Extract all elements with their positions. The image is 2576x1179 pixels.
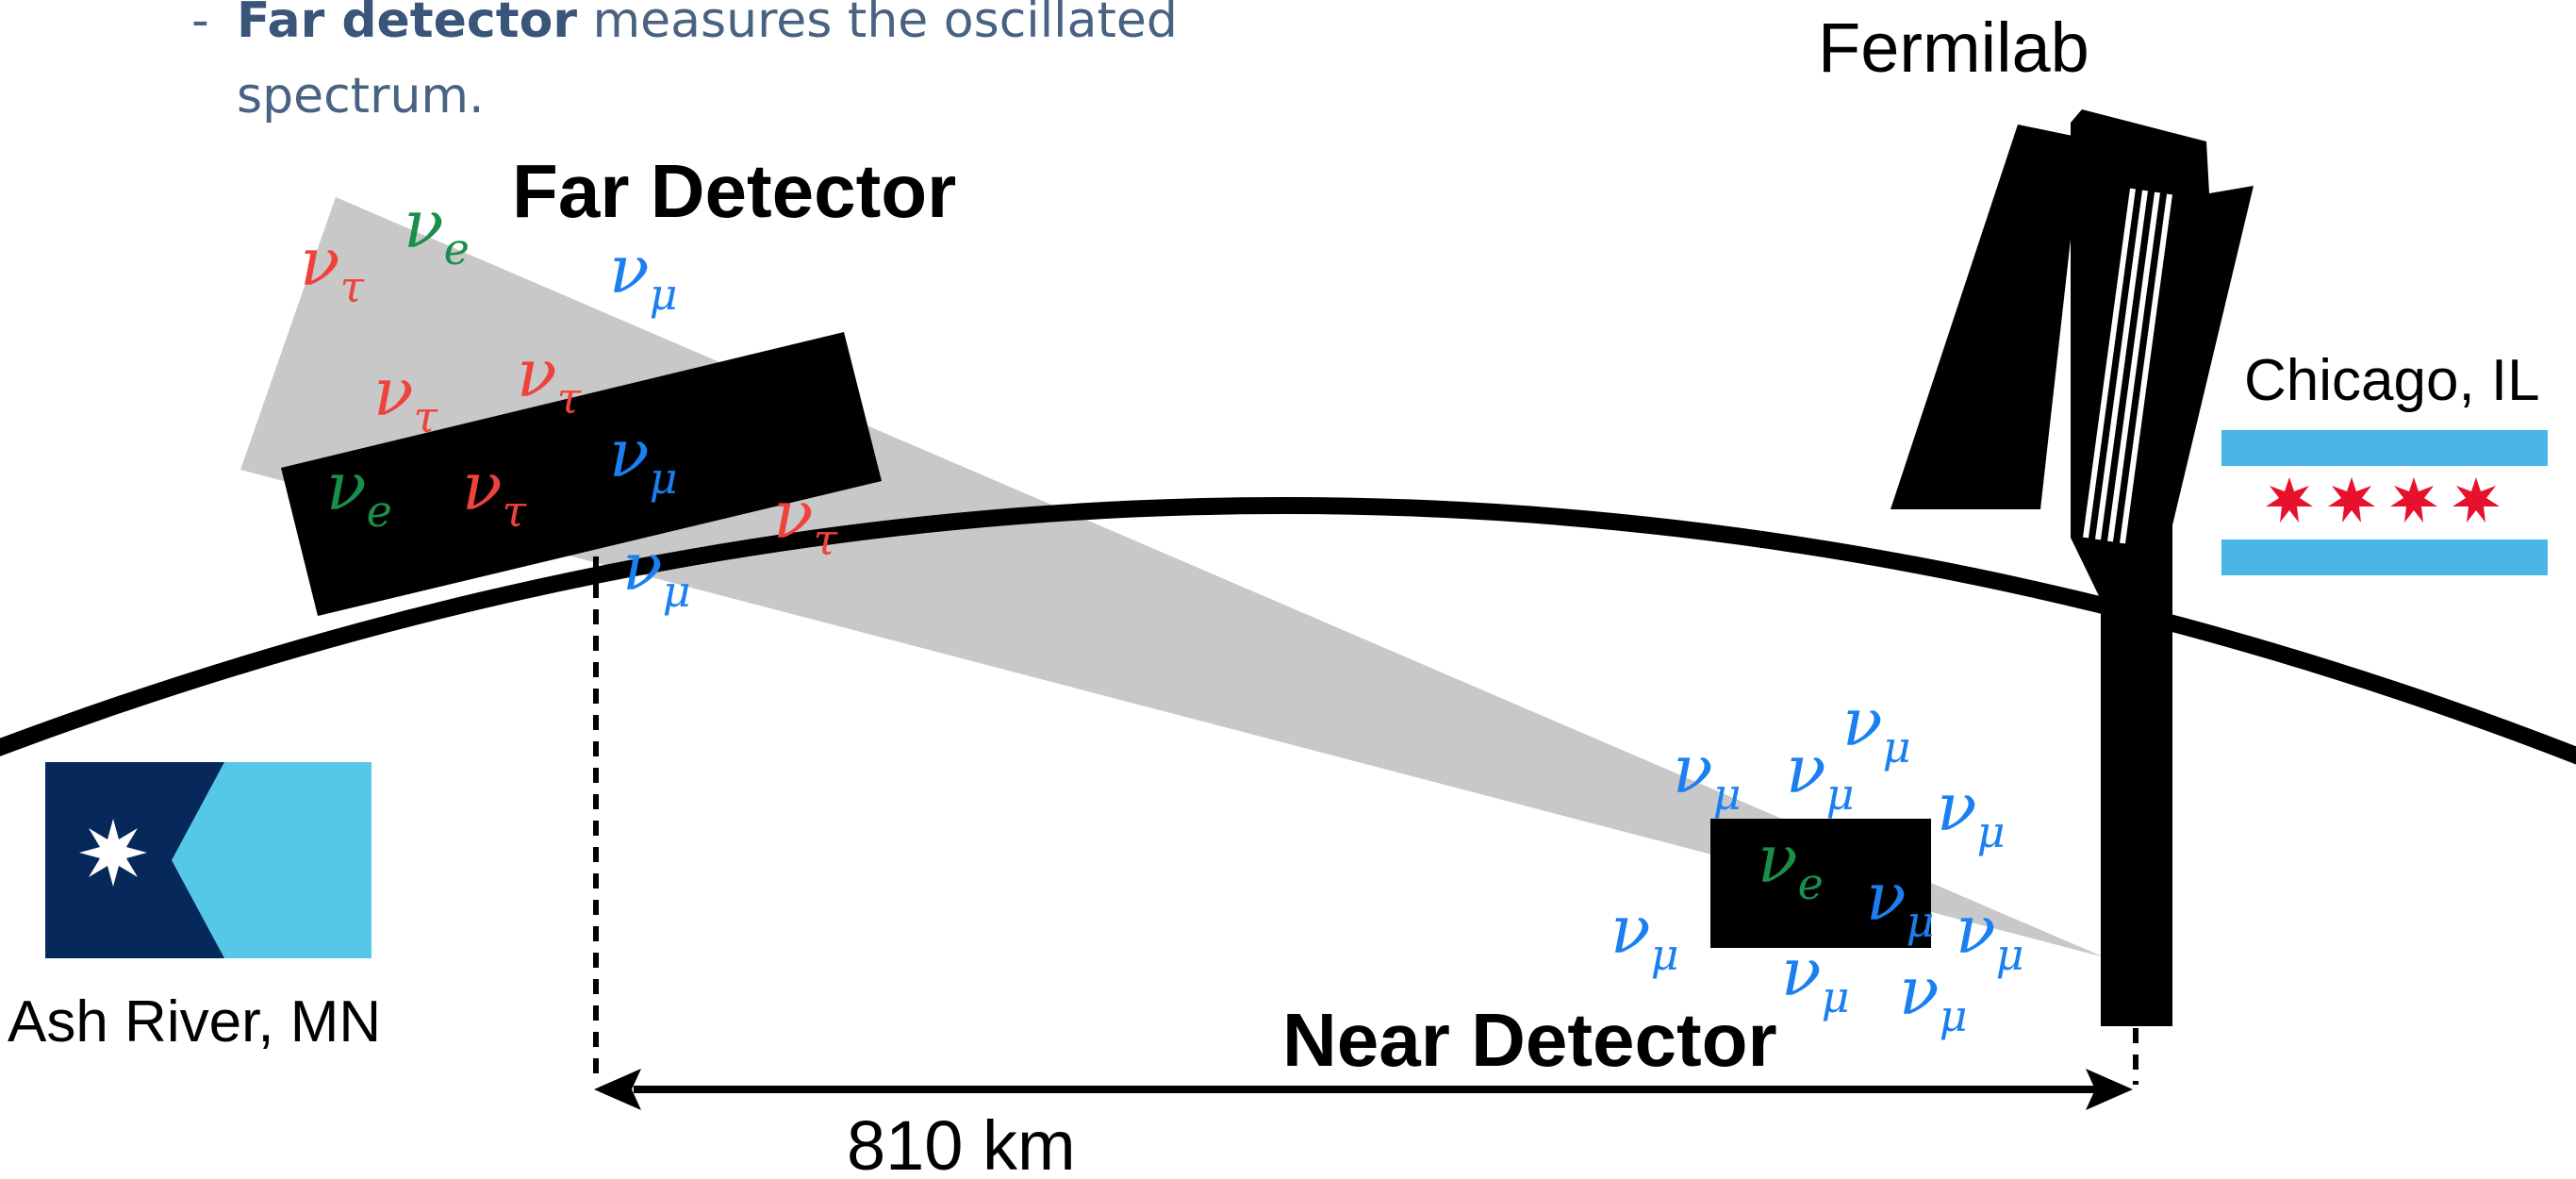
near-nu-mu-6: νμ xyxy=(1610,891,1678,980)
far-nu-tau-6: ντ xyxy=(462,448,528,537)
far-nu-e-5: νe xyxy=(326,448,392,537)
far-nu-mu-9: νμ xyxy=(622,528,690,617)
near-detector xyxy=(1710,819,1931,948)
near-nu-e-4: νe xyxy=(1758,821,1824,909)
far-nu-tau-0: ντ xyxy=(300,224,366,312)
far-nu-e-1: νe xyxy=(404,186,470,274)
near-nu-mu-7: νμ xyxy=(1956,891,2023,980)
bullet-line-1: -Far detector measures the oscillated xyxy=(191,0,1417,58)
earth-surface xyxy=(0,497,2576,765)
far-nu-tau-4: ντ xyxy=(517,335,583,423)
far-nu-tau-8: ντ xyxy=(773,476,839,565)
fermilab-building-icon xyxy=(1891,109,2254,1026)
bullet-dash: - xyxy=(191,0,209,49)
near-nu-mu-8: νμ xyxy=(1781,934,1849,1022)
near-nu-mu-9: νμ xyxy=(1899,953,1967,1041)
near-nu-mu-1: νμ xyxy=(1673,731,1741,820)
bullet-rest: measures the oscillated xyxy=(576,0,1178,49)
far-detector xyxy=(281,332,882,616)
chicago-flag-icon xyxy=(2221,430,2548,575)
near-nu-mu-0: νμ xyxy=(1842,684,1910,772)
fermilab-label: Fermilab xyxy=(1818,8,2089,87)
ash-river-label: Ash River, MN xyxy=(8,989,381,1054)
bullet-line-2: spectrum. xyxy=(237,68,485,125)
far-nu-mu-2: νμ xyxy=(609,231,677,320)
near-nu-mu-2: νμ xyxy=(1786,731,1854,820)
far-detector-label: Far Detector xyxy=(512,149,956,233)
near-nu-mu-3: νμ xyxy=(1937,769,2005,857)
far-nu-tau-3: ντ xyxy=(373,354,439,442)
near-detector-label: Near Detector xyxy=(1282,998,1777,1082)
distance-label: 810 km xyxy=(847,1106,1076,1179)
distance-arrow xyxy=(594,1069,2133,1110)
near-nu-mu-5: νμ xyxy=(1866,858,1934,947)
bullet-text: -Far detector measures the oscillated sp… xyxy=(191,0,1417,134)
chicago-label: Chicago, IL xyxy=(2244,348,2540,413)
far-nu-mu-7: νμ xyxy=(609,415,677,504)
bullet-bold: Far detector xyxy=(237,0,577,49)
minnesota-flag-icon xyxy=(45,762,372,958)
